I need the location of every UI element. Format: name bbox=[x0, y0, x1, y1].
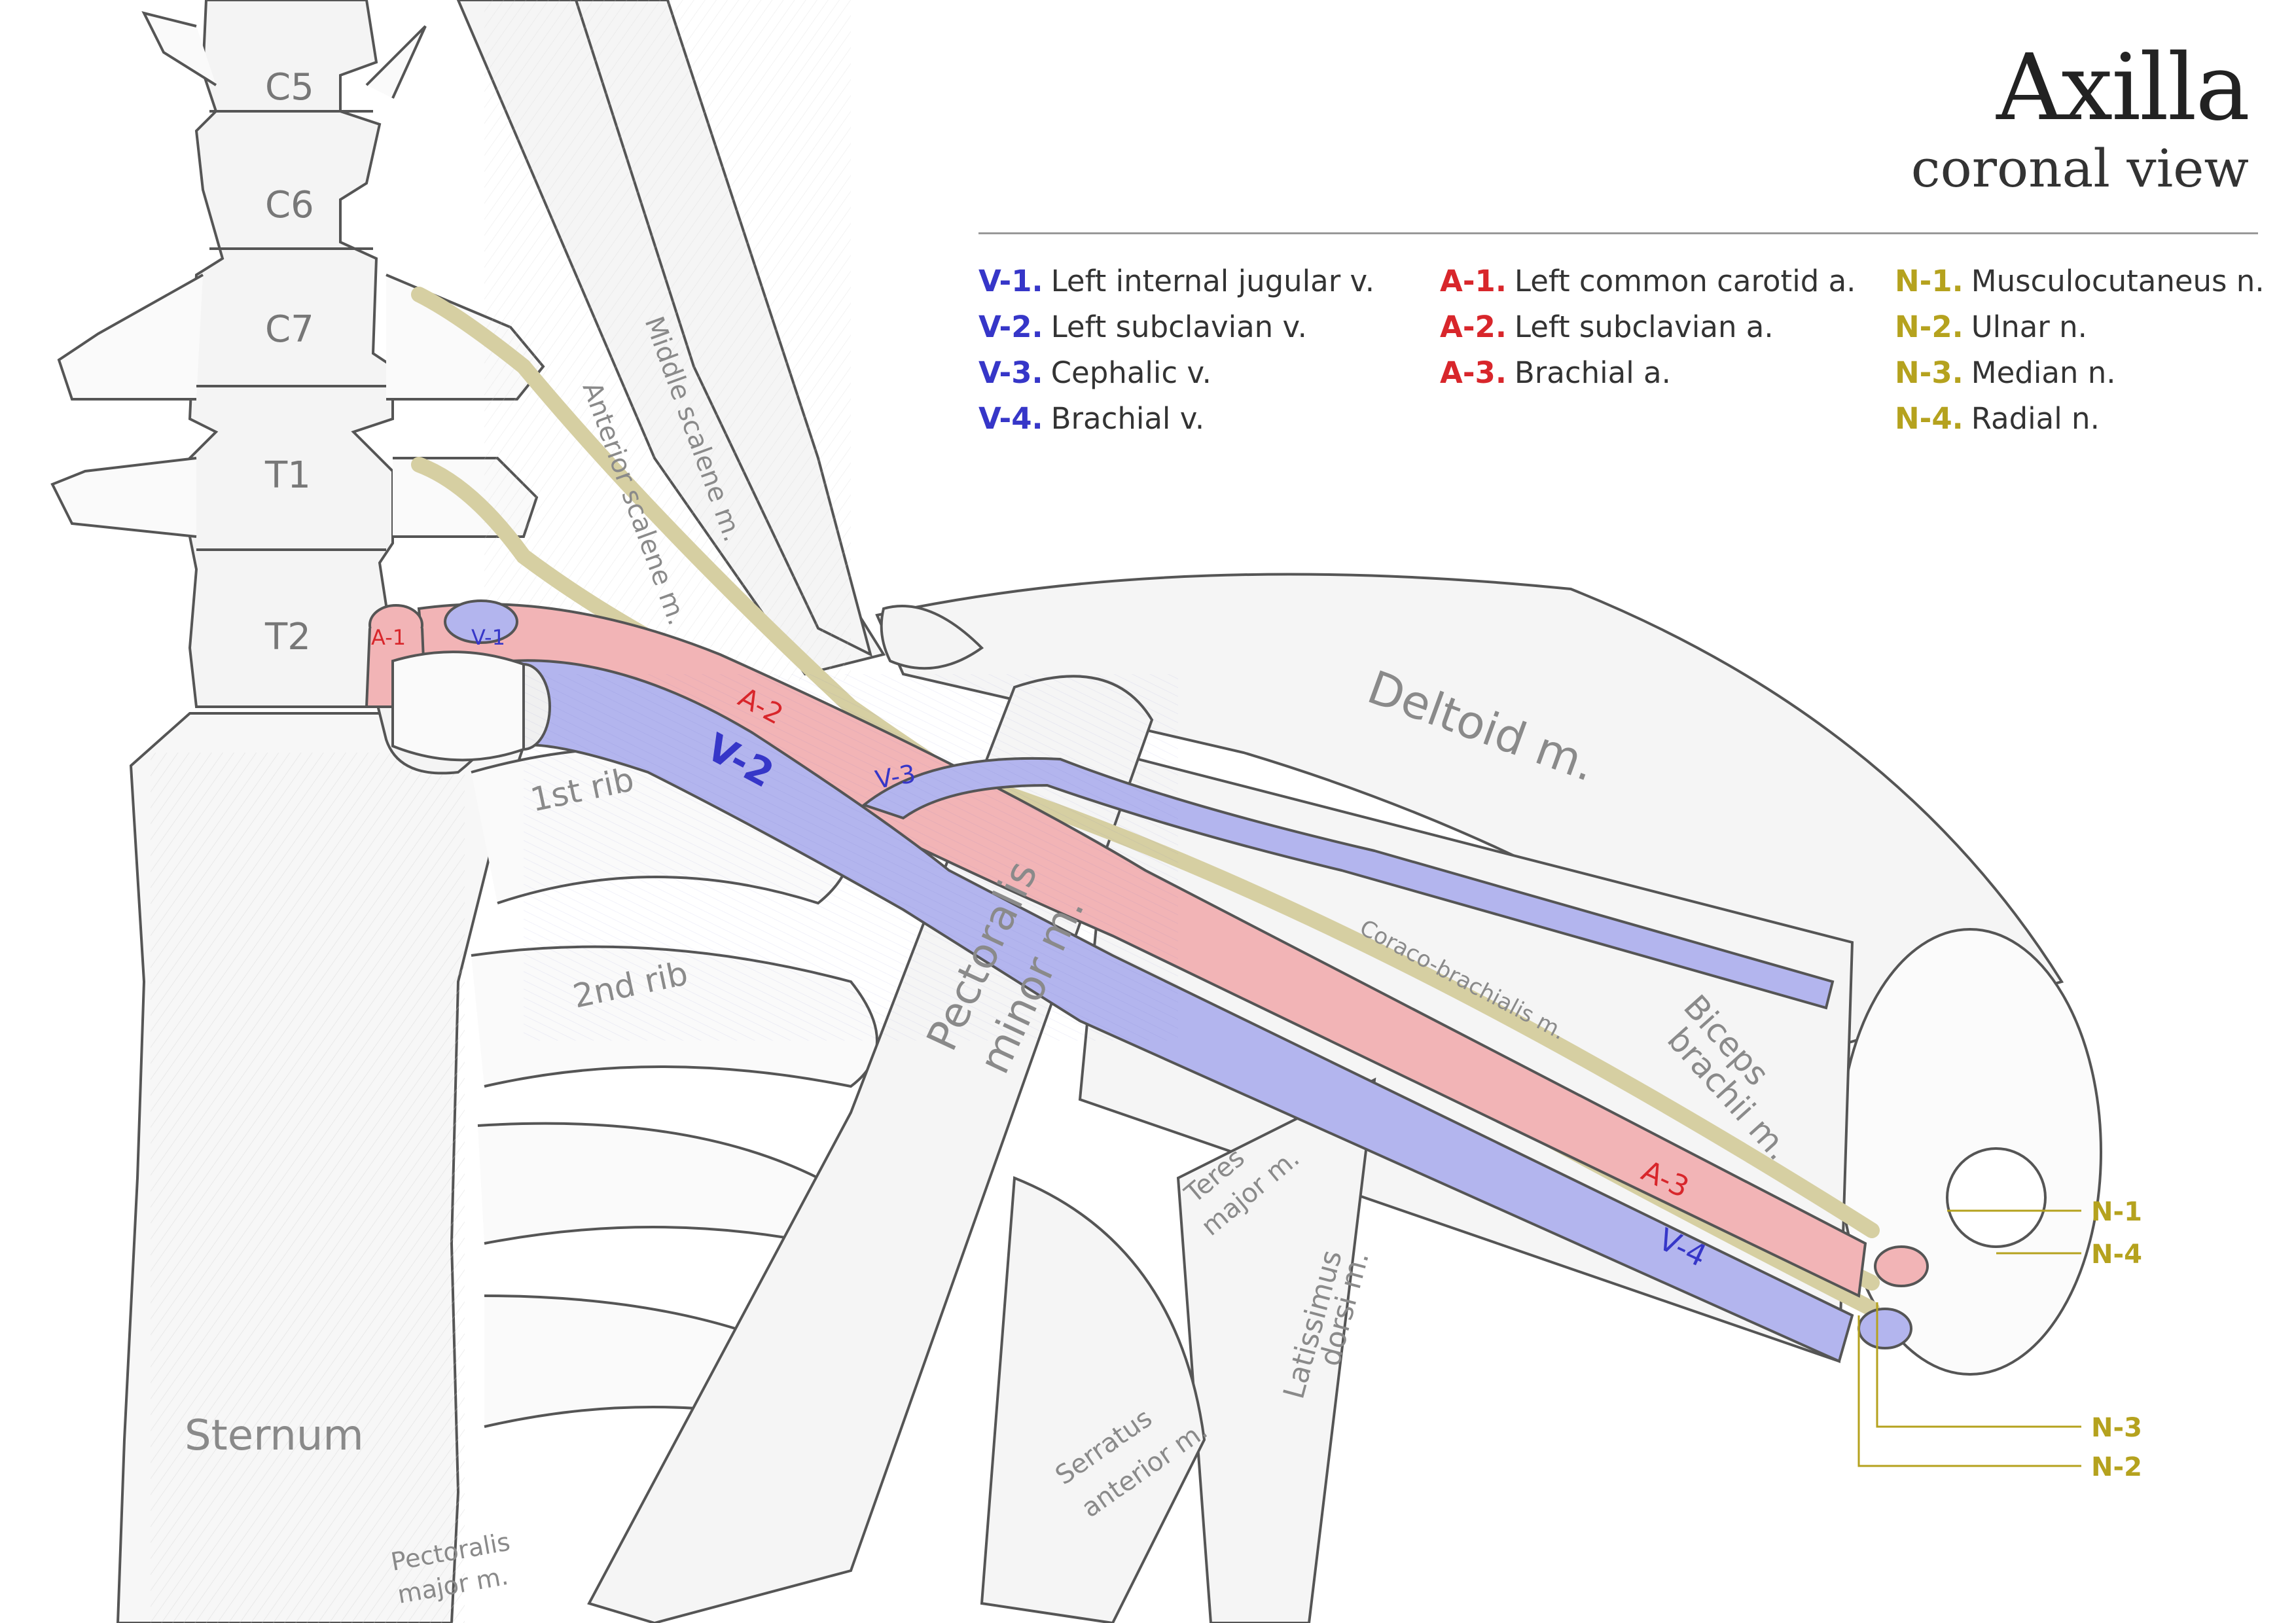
legend-label: Left common carotid a. bbox=[1514, 264, 1856, 298]
legend-code: V-1. bbox=[978, 264, 1043, 298]
legend-item-v2: V-2.Left subclavian v. bbox=[978, 304, 1374, 350]
vertebra-label-c5: C5 bbox=[265, 66, 314, 109]
legend-item-a1: A-1.Left common carotid a. bbox=[1440, 259, 1856, 304]
callout-lines bbox=[1857, 1209, 2081, 1467]
legend-code: V-3. bbox=[978, 355, 1043, 390]
legend-label: Brachial v. bbox=[1050, 401, 1205, 436]
title-main: Axilla bbox=[1996, 35, 2250, 141]
legend-code: V-4. bbox=[978, 401, 1043, 436]
legend-item-v1: V-1.Left internal jugular v. bbox=[978, 259, 1374, 304]
legend-label: Left subclavian v. bbox=[1050, 310, 1307, 344]
callout-n3: N-3 bbox=[2091, 1413, 2142, 1443]
legend-label: Brachial a. bbox=[1514, 355, 1671, 390]
legend-veins: V-1.Left internal jugular v. V-2.Left su… bbox=[978, 259, 1374, 442]
legend-label: Median n. bbox=[1971, 355, 2116, 390]
legend-arteries: A-1.Left common carotid a. A-2.Left subc… bbox=[1440, 259, 1856, 396]
legend-label: Ulnar n. bbox=[1971, 310, 2087, 344]
callout-n2: N-2 bbox=[2091, 1452, 2142, 1482]
legend-code: N-4. bbox=[1895, 401, 1964, 436]
legend-code: V-2. bbox=[978, 310, 1043, 344]
arm-cross-section bbox=[1857, 1147, 2047, 1349]
legend-label: Musculocutaneus n. bbox=[1971, 264, 2265, 298]
legend-code: A-2. bbox=[1440, 310, 1507, 344]
callout-n1: N-1 bbox=[2091, 1197, 2142, 1227]
vertebra-label-c6: C6 bbox=[265, 184, 314, 226]
legend-code: N-2. bbox=[1895, 310, 1964, 344]
legend-code: A-3. bbox=[1440, 355, 1507, 390]
legend-nerves: N-1.Musculocutaneus n. N-2.Ulnar n. N-3.… bbox=[1895, 259, 2265, 442]
vertebra-label-t2: T2 bbox=[264, 616, 311, 658]
legend-label: Left subclavian a. bbox=[1514, 310, 1774, 344]
vertebra-label-c7: C7 bbox=[265, 308, 314, 351]
legend-item-n4: N-4.Radial n. bbox=[1895, 396, 2265, 442]
legend-item-n2: N-2.Ulnar n. bbox=[1895, 304, 2265, 350]
legend-item-n3: N-3.Median n. bbox=[1895, 350, 2265, 396]
legend-item-n1: N-1.Musculocutaneus n. bbox=[1895, 259, 2265, 304]
title-divider bbox=[978, 232, 2258, 234]
legend-code: A-1. bbox=[1440, 264, 1507, 298]
vertebra-label-t1: T1 bbox=[264, 454, 311, 497]
label-v3: V-3 bbox=[873, 759, 918, 794]
label-v1: V-1 bbox=[471, 625, 505, 650]
callout-n4: N-4 bbox=[2091, 1240, 2142, 1270]
label-sternum: Sternum bbox=[185, 1412, 364, 1460]
acromion bbox=[880, 605, 984, 670]
legend-item-v3: V-3.Cephalic v. bbox=[978, 350, 1374, 396]
legend-item-v4: V-4.Brachial v. bbox=[978, 396, 1374, 442]
figure-title: Axilla coronal view bbox=[1910, 35, 2250, 200]
legend-label: Cephalic v. bbox=[1050, 355, 1211, 390]
vein-v1-section bbox=[444, 599, 518, 644]
legend-item-a2: A-2.Left subclavian a. bbox=[1440, 304, 1856, 350]
legend-item-a3: A-3.Brachial a. bbox=[1440, 350, 1856, 396]
vein-v2-stump-end bbox=[391, 651, 525, 762]
legend-label: Left internal jugular v. bbox=[1050, 264, 1375, 298]
title-sub: coronal view bbox=[1910, 138, 2249, 199]
legend-code: N-1. bbox=[1895, 264, 1964, 298]
label-a1: A-1 bbox=[371, 625, 406, 650]
legend-code: N-3. bbox=[1895, 355, 1964, 390]
legend-label: Radial n. bbox=[1971, 401, 2100, 436]
